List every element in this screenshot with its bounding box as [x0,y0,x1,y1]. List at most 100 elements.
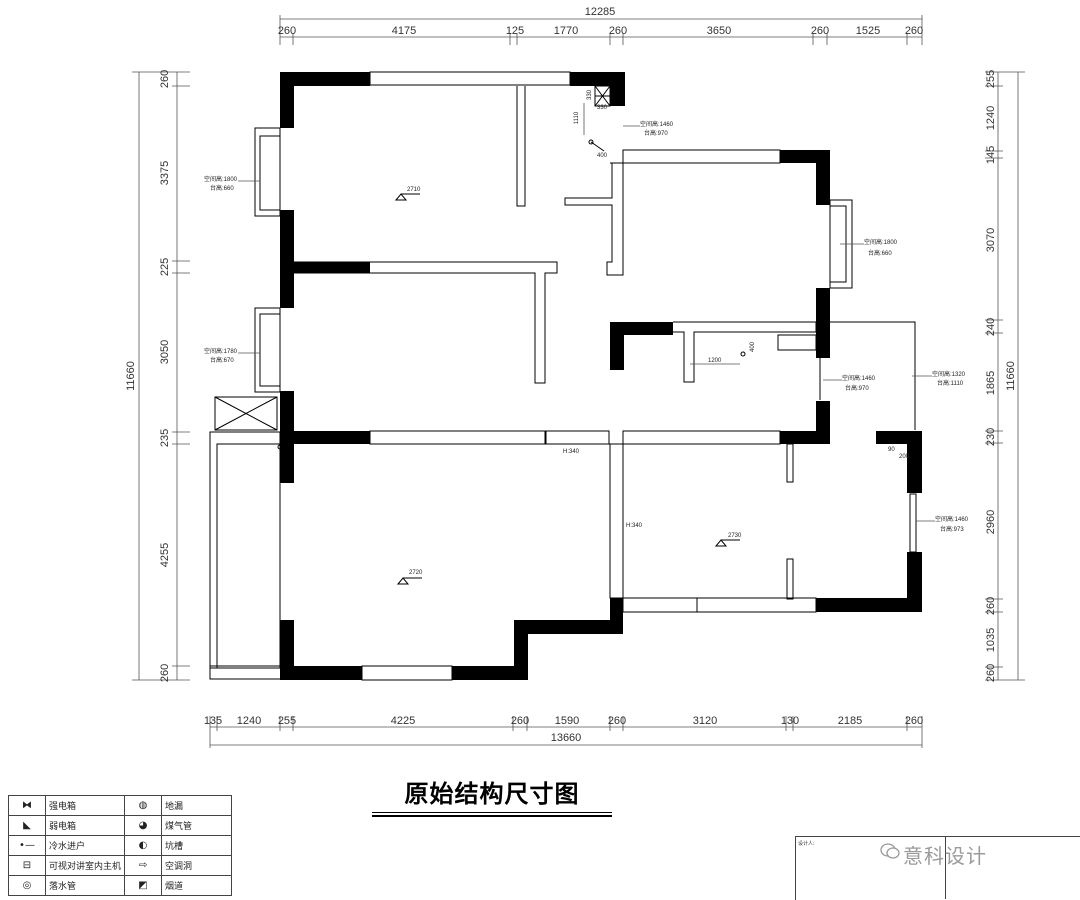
legend-label: 冷水进户 [44,835,126,856]
window-1-space: 空间高:1800 [204,175,238,183]
right-dimension-chain: 255 1240 145 3070 240 1865 230 2960 260 … [985,70,1025,682]
bottom-dim-5: 260 [511,715,529,727]
window-2-space: 空间高:1780 [204,347,238,355]
structural-walls [280,72,922,680]
window-3-sill: 台高:660 [868,249,892,257]
bottom-total-dim: 13660 [551,732,582,744]
bottom-dim-10: 2185 [838,715,862,727]
right-total-dim: 11660 [1005,361,1017,391]
legend-row: ⧓ 强电箱 ◍ 地漏 [8,795,233,816]
designer-label: 设计人: [798,841,815,847]
bottom-dim-6: 1590 [555,715,579,727]
h-mark-1: H:340 [563,449,580,455]
bottom-dim-7: 260 [608,715,626,727]
strong-box-icon: ⧓ [8,795,46,816]
window-4-space: 空间高:1460 [640,120,674,128]
top-dim-2: 4175 [392,25,416,37]
left-dim-1: 260 [159,70,171,88]
bottom-dim-9: 130 [781,715,799,727]
small-dim-4: 400 [597,153,608,159]
left-dim-2: 3375 [159,161,171,185]
top-dim-3: 125 [506,25,524,37]
bottom-dim-2: 1240 [237,715,261,727]
title-underline-double [372,815,612,817]
top-dim-7: 260 [811,25,829,37]
top-dim-9: 260 [905,25,923,37]
drawing-title: 原始结构尺寸图 [404,780,580,808]
legend-row: ◣ 弱电箱 ◕ 煤气管 [8,815,233,836]
left-dim-7: 260 [159,664,171,682]
small-dim-7: 90 [888,447,895,453]
small-dim-6: 400 [750,341,756,352]
left-dim-4: 3050 [159,340,171,364]
small-dim-1: 1110 [574,111,580,124]
legend-row: •— 冷水进户 ◐ 坑槽 [8,835,233,856]
legend-row: ⊟ 可视对讲室内主机 ⇨ 空调洞 [8,855,233,876]
room-height-r2: 2720 [409,570,423,576]
watermark-text: 意科设计 [903,844,987,868]
small-dimensions: 1110 330 330 400 1200 400 90 200 [277,89,910,460]
bottom-dim-3: 255 [278,715,296,727]
wall-outlines [209,71,917,681]
bottom-dim-4: 4225 [391,715,415,727]
legend-label: 坑槽 [161,835,233,856]
legend-label: 地漏 [161,795,233,816]
top-dim-8: 1525 [856,25,880,37]
weak-box-icon: ◣ [8,815,46,836]
bottom-dimension-chain: 135 1240 255 4225 260 1590 260 3120 130 … [204,715,923,748]
legend-table: ⧓ 强电箱 ◍ 地漏 ◣ 弱电箱 ◕ 煤气管 •— 冷水进户 ◐ 坑槽 ⊟ 可视… [8,795,233,896]
h-mark-2: H:340 [626,523,643,529]
top-dim-1: 260 [278,25,296,37]
bottom-dim-1: 135 [204,715,222,727]
small-dim-2: 330 [587,89,593,100]
right-dim-3: 145 [985,146,997,164]
left-dim-3: 225 [159,258,171,276]
legend-row: ◎ 落水管 ◩ 烟道 [8,875,233,896]
right-dim-5: 240 [985,318,997,336]
flue-icon: ◩ [124,875,163,896]
window-5-space: 空间高:1460 [842,374,876,382]
right-dim-6: 1865 [985,371,997,395]
title-underline [372,812,612,813]
window-7-space: 空间高:1460 [935,515,969,523]
window-4-sill: 台高:970 [644,129,668,137]
window-1-sill: 台高:660 [210,184,234,192]
ac-hole-icon: ⇨ [124,855,163,876]
left-dimension-chain: 260 3375 225 3050 235 4255 260 11660 [125,70,190,682]
legend-label: 空调洞 [161,855,233,876]
right-dim-7: 230 [985,428,997,446]
window-6-space: 空间高:1320 [932,370,966,378]
left-dim-5: 235 [159,429,171,447]
small-dim-3: 330 [597,105,608,111]
room-height-r3: 2730 [728,533,742,539]
right-dim-11: 260 [985,664,997,682]
legend-label: 落水管 [44,875,126,896]
wechat-icon [880,843,900,859]
top-dim-6: 3650 [707,25,731,37]
legend-label: 烟道 [161,875,233,896]
elevation-markers: 2710 2720 2730 H:340 H:340 [394,187,742,585]
legend-label: 强电箱 [44,795,126,816]
window-7-sill: 台高:973 [940,525,964,533]
intercom-icon: ⊟ [8,855,46,876]
top-dim-5: 260 [609,25,627,37]
drain-icon [740,351,746,357]
water-icon: •— [8,835,46,856]
downpipe-icon: ◎ [8,875,46,896]
right-dim-9: 260 [985,597,997,615]
right-dim-4: 3070 [985,228,997,252]
window-3-space: 空间高:1800 [864,238,898,246]
top-total-dim: 12285 [585,6,616,18]
pit-icon: ◐ [124,835,163,856]
drain-icon: ◍ [124,795,163,816]
bottom-dim-11: 260 [905,715,923,727]
legend-label: 弱电箱 [44,815,126,836]
window-6-sill: 台高:1110 [937,379,964,387]
bottom-dim-8: 3120 [693,715,717,727]
room-height-r1: 2710 [407,187,421,193]
title-block-divider [945,836,946,899]
left-total-dim: 11660 [125,361,137,391]
legend-label: 可视对讲室内主机 [44,855,126,876]
small-dim-8: 200 [899,454,910,460]
right-dim-10: 1035 [985,628,997,652]
